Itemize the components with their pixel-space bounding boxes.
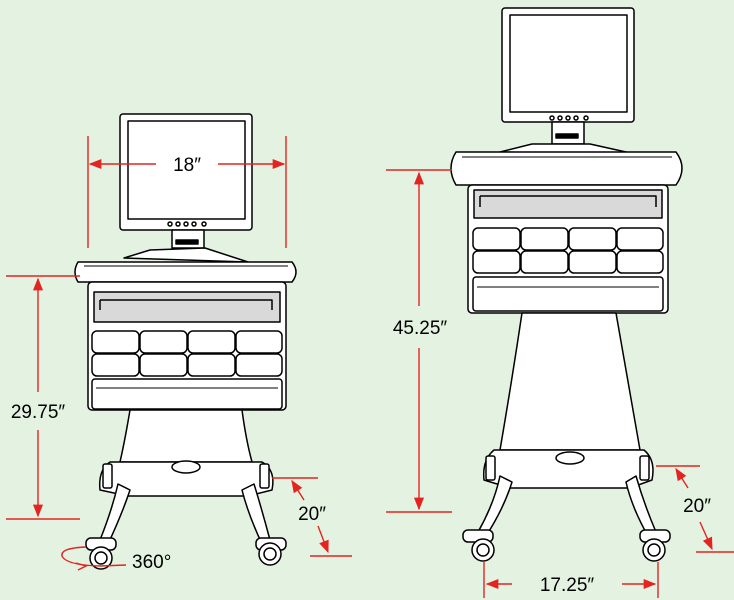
depth-left-label: 20″	[298, 504, 326, 525]
height-low-label: 29.75″	[11, 402, 66, 423]
left-monitor	[119, 113, 253, 249]
base-width-label: 17.25″	[540, 575, 595, 596]
right-monitor	[501, 7, 635, 145]
rotation-label: 360°	[132, 552, 171, 573]
left-cart	[74, 113, 297, 570]
monitor-width-label: 18″	[173, 155, 201, 176]
depth-right-label: 20″	[683, 496, 711, 517]
height-high-label: 45.25″	[393, 318, 448, 339]
dimension-lines	[6, 136, 734, 598]
right-cart	[450, 7, 683, 562]
